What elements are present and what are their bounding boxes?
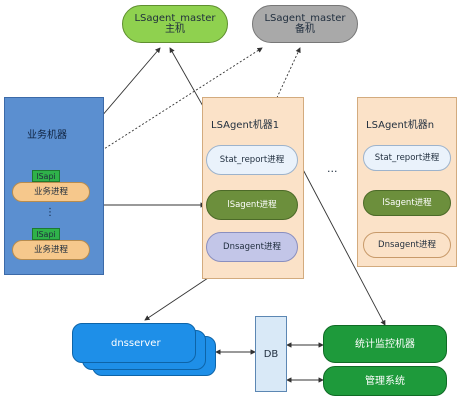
agent-ellipsis: ...: [327, 162, 338, 175]
agentn-stat-report-process: Stat_report进程: [363, 145, 451, 171]
dnsserver-node: dnsserver: [72, 323, 196, 363]
agent1-dnsagent-process: Dnsagent进程: [206, 232, 298, 262]
master-primary-line1: LSagent_master: [134, 13, 216, 24]
lsapi-tag-2: lSapi: [32, 228, 60, 240]
master-backup-line2: 备机: [294, 24, 315, 35]
business-process-1: 业务进程: [12, 182, 90, 202]
master-backup-node: LSagent_master 备机: [252, 5, 358, 43]
business-machine-title: 业务机器: [27, 130, 67, 141]
stats-monitor-machine-node: 统计监控机器: [323, 325, 447, 363]
agentn-lsagent-process: lSagent进程: [363, 190, 451, 216]
business-process-2: 业务进程: [12, 240, 90, 260]
agent1-lsagent-process: lSagent进程: [206, 190, 298, 220]
master-backup-line1: LSagent_master: [264, 13, 346, 24]
agent-machine-1-title: LSAgent机器1: [211, 120, 280, 131]
link-stat-to-stats-machine: [297, 159, 386, 326]
db-node: DB: [255, 316, 287, 392]
business-process-dots: ⋮: [45, 207, 55, 218]
agentn-dnsagent-process: Dnsagent进程: [363, 232, 451, 258]
admin-system-node: 管理系统: [323, 366, 447, 396]
master-primary-node: LSagent_master 主机: [122, 5, 228, 43]
agent1-stat-report-process: Stat_report进程: [206, 145, 298, 175]
agent-machine-n-title: LSAgent机器n: [366, 120, 435, 131]
lsapi-tag-1: lSapi: [32, 170, 60, 182]
master-primary-line2: 主机: [164, 24, 185, 35]
